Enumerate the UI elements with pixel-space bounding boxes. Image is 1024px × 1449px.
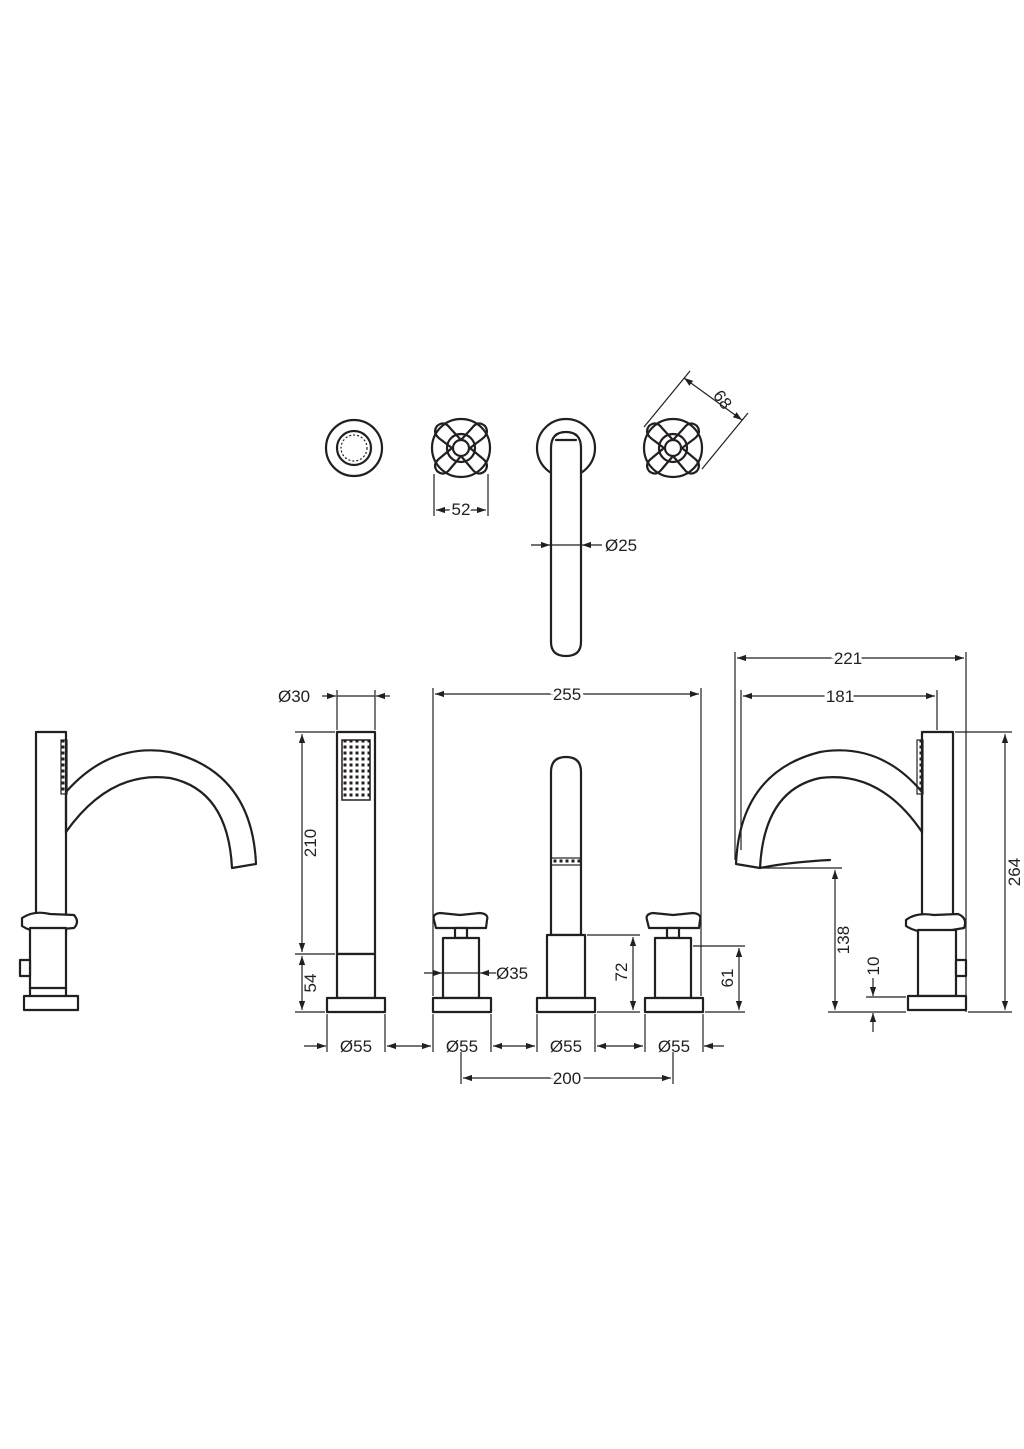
handshower-spray-face: [341, 739, 371, 801]
dim-spout-diameter: Ø25: [531, 536, 637, 555]
valve-front-left: [431, 911, 493, 1014]
spout-plan: [535, 417, 597, 658]
label-255: 255: [553, 685, 581, 704]
label-264: 264: [1005, 858, 1024, 886]
label-dia-55-4: Ø55: [658, 1037, 690, 1056]
handshower-spray-face-right: [916, 739, 924, 795]
label-10: 10: [864, 957, 883, 976]
diverter-knob-plan: [324, 418, 384, 478]
label-181: 181: [826, 687, 854, 706]
label-200: 200: [553, 1069, 581, 1088]
label-dia-25: Ø25: [605, 536, 637, 555]
handshower-spray-face-left: [60, 739, 68, 795]
label-72: 72: [612, 963, 631, 982]
handshower-front-view: Ø30 210 54: [278, 687, 390, 1014]
label-68: 68: [709, 387, 735, 413]
label-dia-55-2: Ø55: [446, 1037, 478, 1056]
label-210: 210: [301, 829, 320, 857]
plan-view: 68 52 Ø25: [324, 370, 749, 658]
label-138: 138: [834, 926, 853, 954]
spout-front: [535, 755, 597, 1014]
label-dia-30: Ø30: [278, 687, 310, 706]
valve-front-right: [643, 911, 705, 1014]
label-52: 52: [452, 500, 471, 519]
label-54: 54: [301, 974, 320, 993]
label-dia-35: Ø35: [496, 964, 528, 983]
label-dia-55-1: Ø55: [340, 1037, 372, 1056]
cross-handle-plan-right: [642, 417, 704, 479]
right-side-view: 221 181 264 138 10: [734, 646, 1024, 1032]
dim-cross-handle-width: 52: [433, 474, 489, 522]
left-side-view: [18, 730, 258, 1012]
label-221: 221: [834, 649, 862, 668]
cross-handle-plan-left: [430, 417, 492, 479]
label-61: 61: [718, 969, 737, 988]
front-view: 255 Ø35 72 61 Ø55 Ø55 Ø55 Ø55: [304, 682, 745, 1091]
label-dia-55-3: Ø55: [550, 1037, 582, 1056]
